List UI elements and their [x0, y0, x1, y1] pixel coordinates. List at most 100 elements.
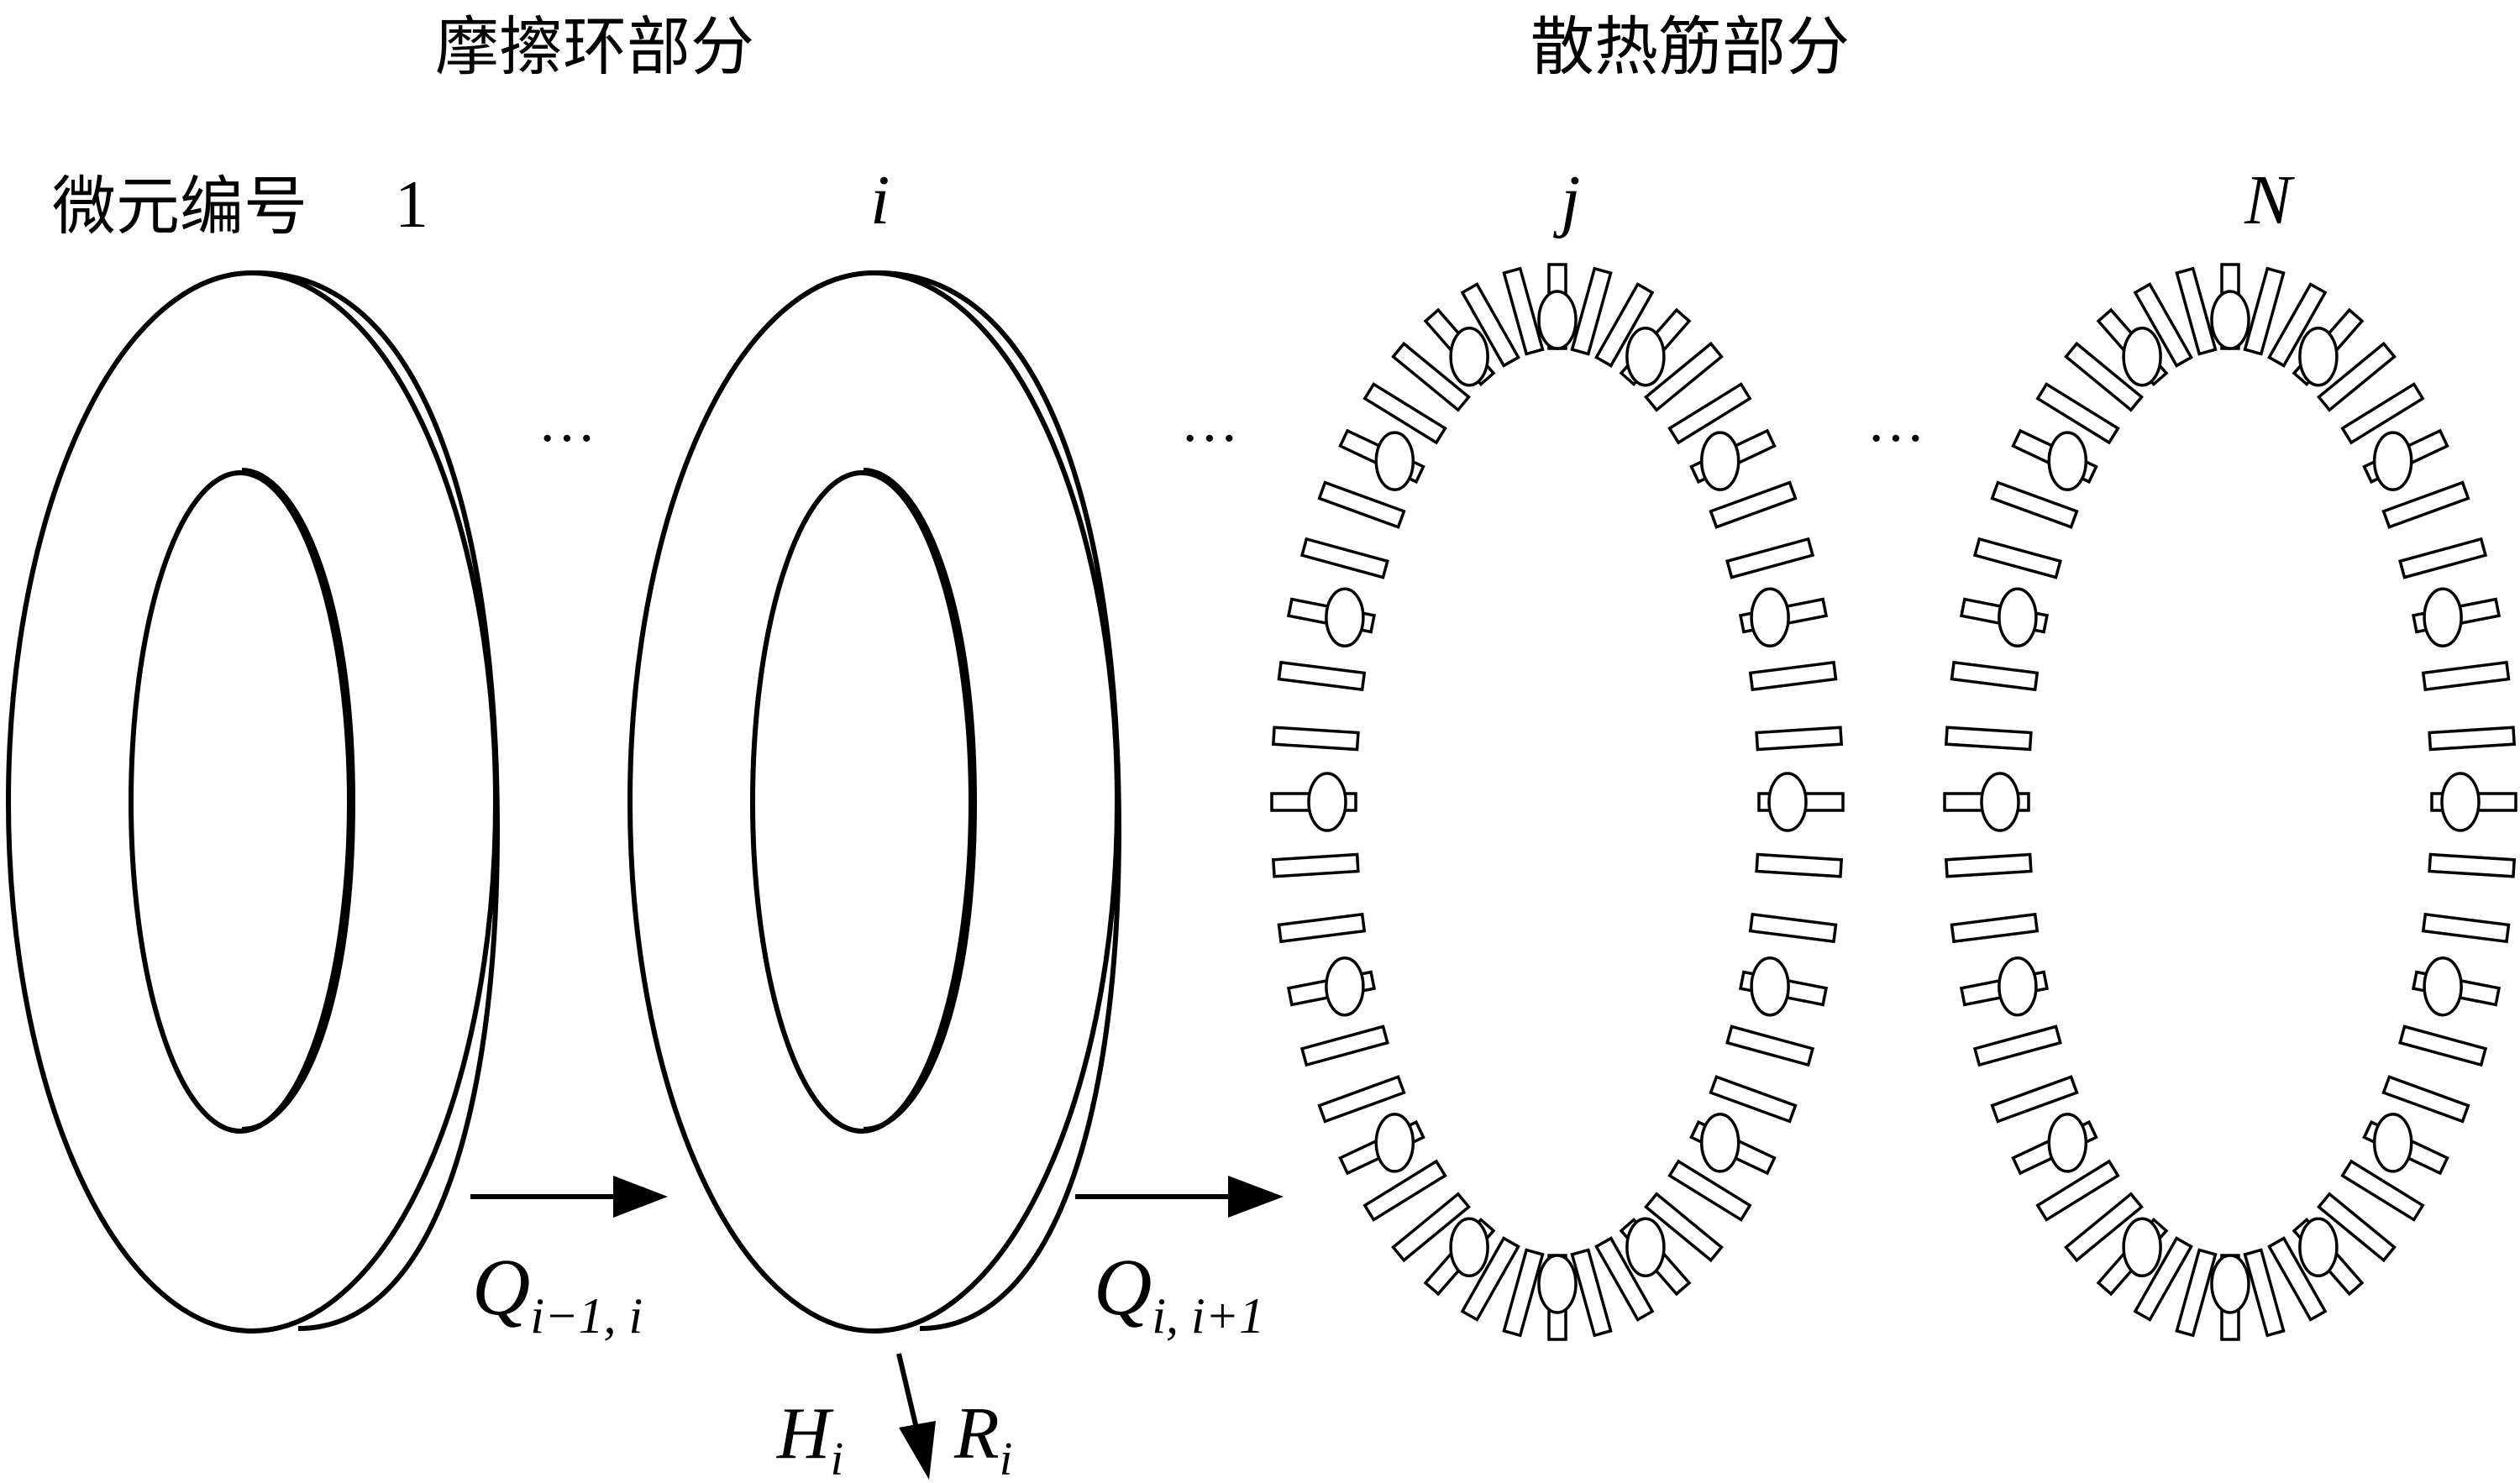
- heat-fin: [1950, 660, 2040, 692]
- heat-fin: [2175, 1248, 2218, 1338]
- heat-fin: [1725, 537, 1815, 579]
- fin-boss: [1998, 587, 2038, 648]
- ellipsis-3: ···: [1866, 406, 1925, 471]
- heat-fin: [1502, 266, 1545, 356]
- heat-fin: [1644, 1192, 1724, 1263]
- fin-boss: [2423, 956, 2463, 1017]
- fin-boss: [1625, 1217, 1666, 1278]
- heat-fin: [1644, 341, 1724, 412]
- heat-fin: [1299, 1024, 1389, 1067]
- heat-fin: [1667, 382, 1752, 445]
- fin-boss: [1998, 956, 2038, 1017]
- fin-boss: [1537, 1254, 1578, 1314]
- heat-fin: [1709, 480, 1798, 529]
- heat-fin: [2175, 266, 2218, 356]
- heat-fin: [2064, 341, 2144, 412]
- heat-fin: [2035, 382, 2120, 445]
- heat-fin: [1725, 1024, 1815, 1067]
- heat-fin: [2340, 382, 2425, 445]
- heat-fin: [2428, 852, 2517, 878]
- heat-fin: [1570, 1248, 1613, 1338]
- friction-ring-i: [627, 270, 1122, 1334]
- heat-fin: [2340, 1159, 2425, 1222]
- heat-fin: [2421, 660, 2511, 692]
- fin-boss: [1449, 326, 1489, 387]
- heat-fin: [1667, 1159, 1752, 1222]
- fin-boss: [2210, 290, 2250, 350]
- heat-fin: [2421, 912, 2511, 944]
- fin-boss: [1750, 587, 1790, 648]
- fin-boss: [1699, 1113, 1740, 1173]
- heat-fin: [1391, 341, 1471, 412]
- heat-fin: [1594, 282, 1655, 368]
- heat-fin: [2064, 1192, 2144, 1263]
- heat-fin: [1944, 726, 2033, 752]
- heat-flow-arrow-out: [1075, 1176, 1284, 1218]
- heat-fin: [1972, 537, 2062, 579]
- heat-fin: [1460, 1236, 1520, 1322]
- heat-fin: [2243, 266, 2286, 356]
- heat-fin: [1594, 1236, 1655, 1322]
- fin-boss: [1980, 772, 2020, 832]
- element-number-label: 微元编号: [52, 169, 307, 244]
- heat-fin: [1755, 726, 1844, 752]
- fin-boss: [2440, 772, 2481, 832]
- fin-boss: [2298, 326, 2339, 387]
- heat-fin: [1748, 912, 1838, 944]
- heat-fin: [2381, 1075, 2470, 1124]
- heat-fin-ring-N: [1943, 263, 2517, 1341]
- friction-ring-1: [6, 270, 501, 1334]
- radiation-label: Ri: [953, 1393, 1012, 1483]
- friction-ring-section-label: 摩擦环部分: [435, 9, 754, 84]
- element-number-1: 1: [395, 168, 428, 242]
- heat-fin: [2133, 1236, 2193, 1322]
- heat-fin: [2398, 1024, 2488, 1067]
- heat-fin: [2317, 341, 2397, 412]
- fin-boss: [1325, 587, 1365, 648]
- heat-fin: [1748, 660, 1838, 692]
- heat-flow-arrow-in: [470, 1176, 668, 1218]
- heat-fin: [1990, 480, 2079, 529]
- heat-fin: [1502, 1248, 1545, 1338]
- fin-boss: [2423, 587, 2463, 648]
- fin-boss: [1750, 956, 1790, 1017]
- fin-boss: [1699, 431, 1740, 491]
- heat-fin: [2267, 1236, 2328, 1322]
- fin-boss: [2122, 326, 2162, 387]
- heat-fin: [2267, 282, 2328, 368]
- heat-fin: [1709, 1075, 1798, 1124]
- fin-boss: [1374, 1113, 1415, 1173]
- fin-boss: [2210, 1254, 2250, 1314]
- heat-fin: [2035, 1159, 2120, 1222]
- heat-fin: [1299, 537, 1389, 579]
- heat-fin: [1755, 852, 1844, 878]
- fin-boss: [1767, 772, 1808, 832]
- heat-fin: [2243, 1248, 2286, 1338]
- heat-fin: [1950, 912, 2040, 944]
- fin-boss: [2047, 431, 2088, 491]
- heat-fin: [1944, 852, 2033, 878]
- heat-flow-label-in: Qi−1, i: [472, 1242, 643, 1344]
- element-label-i: i: [870, 161, 890, 239]
- heat-fin: [1990, 1075, 2079, 1124]
- element-label-N: N: [2244, 161, 2295, 239]
- fin-boss: [1537, 290, 1578, 350]
- heat-fin: [2133, 282, 2193, 368]
- fin-boss: [2372, 1113, 2413, 1173]
- element-label-j: j: [1553, 161, 1580, 239]
- heat-fin-ring-j: [1270, 263, 1845, 1341]
- heat-fin: [2398, 537, 2488, 579]
- heat-fin: [1362, 382, 1447, 445]
- heat-fin: [1271, 726, 1360, 752]
- fin-boss: [2122, 1217, 2162, 1278]
- fin-boss: [1325, 956, 1365, 1017]
- fin-boss: [2047, 1113, 2088, 1173]
- ellipsis-2: ···: [1180, 406, 1239, 471]
- fin-boss: [1374, 431, 1415, 491]
- heat-fin: [1391, 1192, 1471, 1263]
- heat-fin: [1362, 1159, 1447, 1222]
- heat-fin: [1271, 852, 1360, 878]
- fin-boss: [2372, 431, 2413, 491]
- heat-loss-arrow: [896, 1353, 936, 1480]
